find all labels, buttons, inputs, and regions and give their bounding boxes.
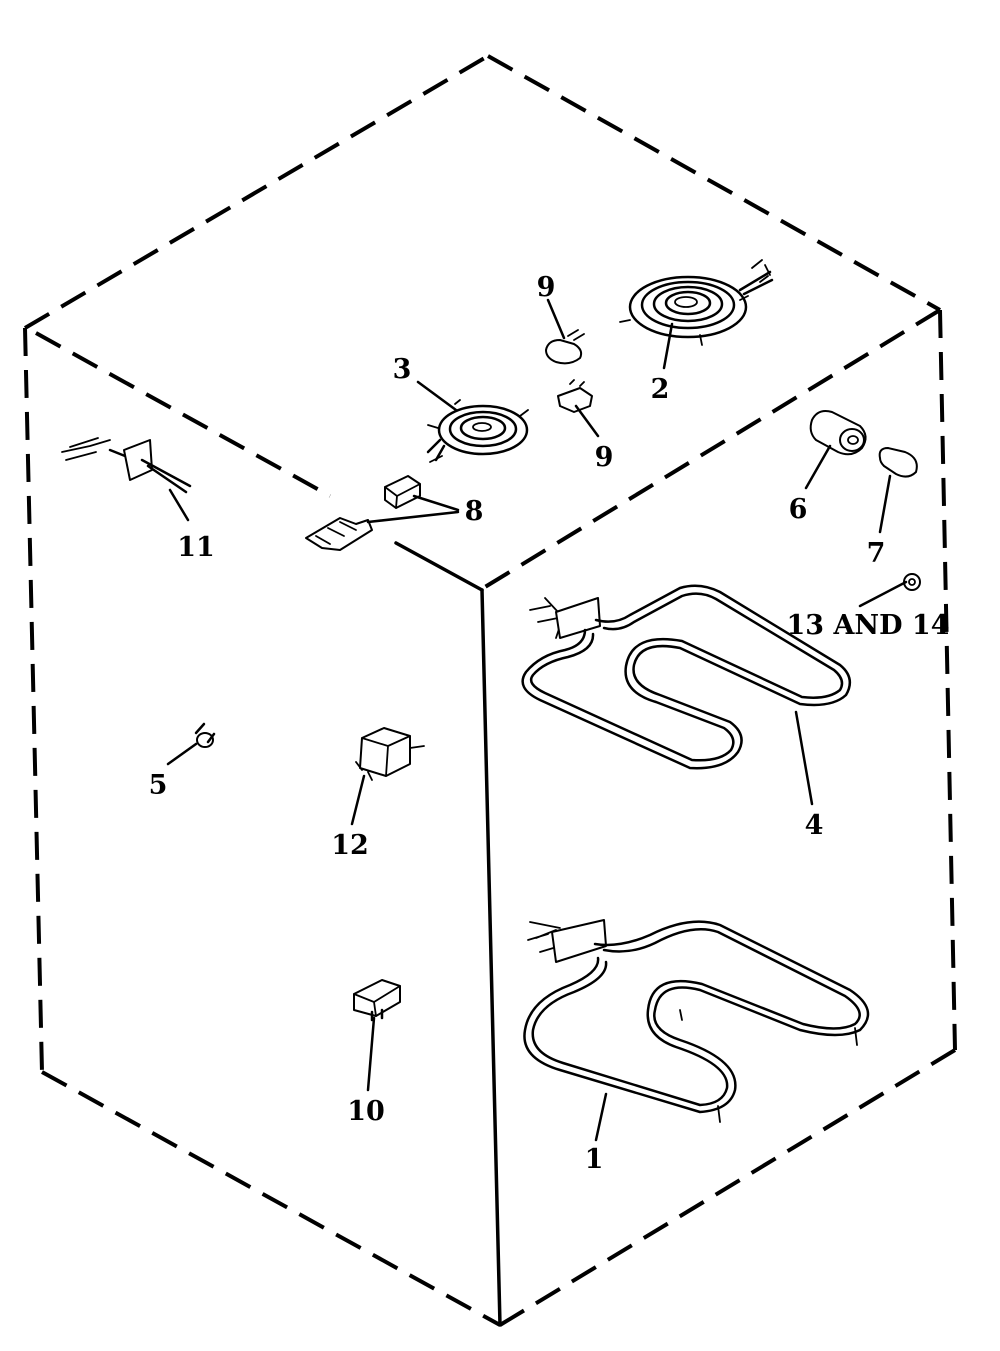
cabinet-outline [23, 54, 957, 1327]
callout-7: 7 [867, 538, 886, 569]
broil-element [521, 584, 852, 770]
leader-12 [350, 774, 366, 826]
relay-part-12 [355, 727, 425, 781]
callout-1: 1 [585, 1144, 604, 1175]
cabinet-top-back-right-edge [487, 54, 941, 312]
leader-3 [416, 380, 458, 412]
leader-5 [166, 742, 198, 766]
callout-13-and-14: 13 AND 14 [787, 610, 950, 641]
leader-11 [168, 488, 190, 522]
cabinet-right-vertical-edge [938, 309, 957, 1051]
cabinet-left-vertical-edge [23, 327, 44, 1073]
probe-part-11 [61, 437, 192, 494]
leader-8-upper [412, 494, 460, 512]
cabinet-top-front-left-edge [35, 331, 331, 498]
callout-9-lower: 9 [595, 442, 614, 473]
small-surface-element [426, 399, 529, 463]
leader-1 [594, 1092, 608, 1142]
callout-5: 5 [149, 770, 168, 801]
cabinet-front-corner-top-edge [394, 541, 484, 592]
large-surface-element [619, 259, 774, 346]
callout-12: 12 [331, 830, 369, 861]
bake-element [523, 919, 870, 1123]
switch-part-9-upper [545, 329, 585, 365]
callout-9-upper: 9 [537, 272, 556, 303]
leader-9-upper [546, 298, 566, 340]
callout-10: 10 [347, 1096, 385, 1127]
callout-4: 4 [805, 810, 824, 841]
terminal-block-assembly [305, 475, 421, 551]
leader-4 [794, 710, 814, 806]
leader-7 [878, 474, 892, 534]
cabinet-top-back-left-edge [23, 54, 490, 330]
screw-part-5 [194, 722, 216, 748]
block-part-10 [353, 979, 401, 1022]
leader-6 [804, 444, 832, 490]
callout-labels: 1 2 3 4 5 6 7 8 9 9 10 11 12 13 AND 14 [149, 272, 950, 1175]
leader-2 [662, 322, 674, 370]
leader-9-lower [574, 404, 600, 438]
leader-13-14 [858, 580, 908, 608]
cabinet-bottom-right-edge [498, 1048, 957, 1327]
callout-8: 8 [465, 496, 484, 527]
leader-lines [166, 298, 908, 1142]
callout-3: 3 [393, 354, 412, 385]
lamp-bulb [878, 447, 918, 478]
leader-8-lower [366, 510, 460, 524]
switch-part-9-lower [557, 379, 593, 413]
fastener-part-13-14 [903, 573, 921, 591]
cabinet-front-vertical-edge [480, 588, 502, 1327]
leader-10 [366, 1016, 376, 1092]
cabinet-top-front-right-edge [478, 308, 942, 592]
lamp-socket [809, 410, 867, 456]
cabinet-bottom-left-edge [41, 1070, 501, 1327]
callout-6: 6 [789, 494, 808, 525]
callout-11: 11 [177, 532, 215, 563]
callout-2: 2 [651, 374, 670, 405]
